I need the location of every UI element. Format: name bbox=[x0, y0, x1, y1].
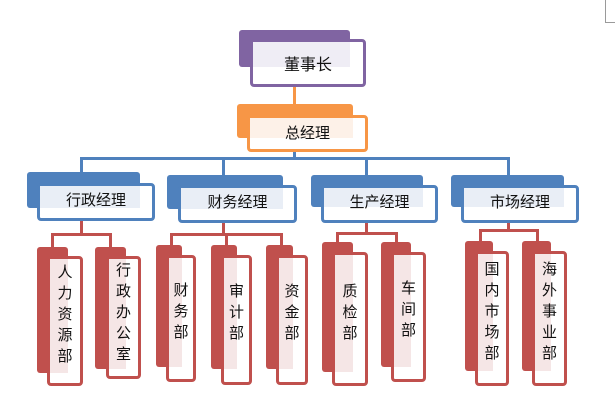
node-tint bbox=[253, 42, 350, 67]
connector-line bbox=[395, 232, 398, 242]
connector-line bbox=[222, 223, 225, 233]
node-label: 总经理 bbox=[284, 124, 330, 142]
dept-label-char: 办 bbox=[115, 303, 131, 321]
node-label: 生产经理 bbox=[349, 192, 410, 211]
node-label: 行政办公室 bbox=[106, 256, 141, 369]
node-tint bbox=[109, 259, 126, 369]
node-tint bbox=[324, 188, 423, 207]
dept-label-char: 务 bbox=[173, 301, 189, 320]
node-tint bbox=[535, 254, 551, 371]
node-label: 质检部 bbox=[332, 252, 368, 372]
connector-line bbox=[170, 233, 173, 245]
dept-label-char: 公 bbox=[115, 324, 131, 342]
node-tint bbox=[169, 258, 182, 367]
dept-label-char: 检 bbox=[342, 302, 358, 321]
dept-label-char: 车 bbox=[400, 279, 416, 297]
node-tint bbox=[279, 258, 293, 369]
node-tint bbox=[464, 188, 564, 207]
connector-line bbox=[225, 233, 228, 245]
dept-label-char: 行 bbox=[115, 261, 131, 279]
node-tint bbox=[181, 188, 283, 209]
connector-line bbox=[479, 229, 539, 232]
connector-line bbox=[365, 223, 368, 232]
dept-label-char: 财 bbox=[173, 280, 189, 299]
node-tint bbox=[50, 259, 68, 373]
dept-label-char: 内 bbox=[484, 280, 500, 299]
connector-line bbox=[109, 233, 112, 247]
dept-label-char: 国 bbox=[484, 259, 500, 278]
dept-label-char: 海 bbox=[541, 259, 557, 278]
dept-label-char: 质 bbox=[342, 281, 358, 300]
dept-label-char: 政 bbox=[115, 282, 131, 300]
node-label: 海外事业部 bbox=[532, 251, 567, 371]
connector-line bbox=[80, 221, 83, 233]
dept-label-char: 部 bbox=[400, 321, 416, 339]
connector-line bbox=[336, 232, 398, 235]
connector-line bbox=[293, 87, 296, 105]
connector-line bbox=[336, 232, 339, 242]
node-label: 人力资源部 bbox=[47, 256, 83, 373]
node-label: 行政经理 bbox=[65, 190, 126, 209]
connector-line bbox=[507, 223, 510, 229]
node-tint bbox=[478, 254, 493, 371]
dept-label-char: 审 bbox=[228, 281, 244, 300]
dept-label-char: 室 bbox=[115, 345, 131, 363]
connector-line bbox=[365, 159, 368, 175]
dept-label-char: 业 bbox=[541, 322, 557, 341]
dept-label-char: 部 bbox=[541, 343, 557, 362]
dept-label-char: 计 bbox=[228, 302, 244, 321]
node-label: 财务部 bbox=[166, 255, 196, 367]
connector-line bbox=[479, 229, 482, 241]
node-tint bbox=[224, 258, 237, 369]
node-label: 财务经理 bbox=[207, 192, 268, 211]
node-label: 车间部 bbox=[391, 252, 426, 367]
dept-label-char: 间 bbox=[400, 300, 416, 318]
node-label: 国内市场部 bbox=[475, 251, 509, 371]
dept-label-char: 部 bbox=[484, 343, 500, 362]
dept-label-char: 力 bbox=[57, 284, 73, 302]
connector-line bbox=[51, 233, 54, 247]
dept-label-char: 部 bbox=[342, 323, 358, 342]
node-tint bbox=[394, 255, 411, 367]
dept-label-char: 部 bbox=[57, 347, 73, 365]
dept-label-char: 部 bbox=[173, 322, 189, 341]
connector-line bbox=[80, 157, 510, 160]
dept-label-char: 部 bbox=[228, 323, 244, 342]
connector-line bbox=[80, 159, 83, 172]
dept-label-char: 源 bbox=[57, 326, 73, 344]
connector-line bbox=[280, 233, 283, 245]
node-tint bbox=[40, 186, 140, 208]
dept-label-char: 市 bbox=[484, 301, 500, 320]
dept-label-char: 金 bbox=[284, 302, 300, 321]
connector-line bbox=[51, 233, 112, 236]
dept-label-char: 人 bbox=[57, 263, 73, 281]
node-label: 审计部 bbox=[221, 255, 252, 369]
dept-label-char: 资 bbox=[57, 305, 73, 323]
dept-label-char: 事 bbox=[541, 301, 557, 320]
node-tint bbox=[335, 255, 353, 372]
node-tint bbox=[250, 118, 353, 138]
node-label: 董事长 bbox=[283, 55, 332, 74]
connector-line bbox=[536, 229, 539, 241]
node-label: 资金部 bbox=[276, 255, 308, 369]
dept-label-char: 资 bbox=[284, 281, 300, 300]
node-label: 市场经理 bbox=[489, 192, 550, 211]
connector-line bbox=[222, 159, 225, 175]
crop-mark bbox=[605, 0, 615, 23]
dept-label-char: 场 bbox=[484, 322, 500, 341]
connector-line bbox=[507, 159, 510, 175]
dept-label-char: 外 bbox=[541, 280, 557, 299]
connector-line bbox=[293, 152, 296, 159]
dept-label-char: 部 bbox=[284, 323, 300, 342]
